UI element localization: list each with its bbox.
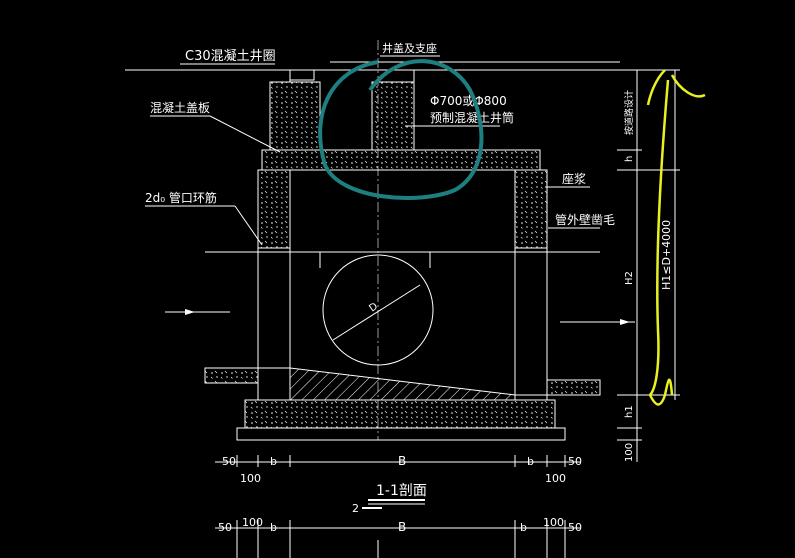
right-dimensions: 按道路设计 h H1≤D+4000 H2 h1 100 [617, 69, 680, 462]
dim-bottom: 100 [624, 443, 635, 462]
dim-r2-b2: b [520, 521, 527, 534]
chamber-walls [257, 169, 548, 400]
label-mortar-bed: 座浆 [562, 171, 586, 186]
dim-r1-b2: b [527, 455, 534, 468]
section-mark: 2 [352, 502, 359, 515]
label-pipe-ring-rebar: 2d₀ 管口环筋 [145, 190, 217, 205]
cushion [236, 427, 566, 441]
dim-r1-100a: 100 [240, 472, 261, 485]
dim-h: h [624, 156, 635, 162]
dim-r1-100b: 100 [545, 472, 566, 485]
dim-H2: H2 [624, 271, 635, 285]
dim-r2-100a: 100 [242, 516, 263, 529]
teal-annotation-circle [318, 59, 484, 200]
dim-r2-b1: b [270, 521, 277, 534]
dim-H1: H1≤D+4000 [660, 220, 673, 290]
benching [289, 367, 516, 401]
well-collar [269, 69, 415, 151]
label-cover-slab: 混凝土盖板 [150, 100, 210, 115]
cover-slab [261, 149, 541, 171]
label-precast-shaft-2: 预制混凝土井筒 [430, 110, 514, 125]
ground-line [125, 61, 620, 71]
dim-r2-50a: 50 [218, 521, 232, 534]
bottom-dimensions-2: 50 100 b B b 100 50 [215, 516, 582, 558]
label-precast-shaft-1: Φ700或Φ800 [430, 94, 507, 108]
dim-r1-b1: b [270, 455, 277, 468]
bottom-dimensions-1: 50 100 b B b 50 100 [215, 454, 582, 485]
labels: C30混凝土井圈 井盖及支座 Φ700或Φ800 预制混凝土井筒 混凝土盖板 2… [145, 41, 615, 246]
dim-r1-50a: 50 [222, 455, 236, 468]
dim-r2-B: B [398, 520, 406, 534]
pipes [204, 251, 601, 396]
section-title-text: 1-1剖面 [376, 483, 427, 499]
flow-arrows [165, 309, 635, 325]
dim-r2-50b: 50 [568, 521, 582, 534]
dim-top: 按道路设计 [623, 90, 635, 135]
dim-r2-100b: 100 [543, 516, 564, 529]
label-outer-wall: 管外壁凿毛 [555, 212, 615, 227]
yellow-annotation-mark [646, 69, 706, 406]
pipe-diameter-label: D [367, 301, 380, 315]
label-well-cover-seat: 井盖及支座 [382, 41, 437, 55]
label-c30-collar: C30混凝土井圈 [185, 48, 276, 64]
dim-r1-50b: 50 [568, 455, 582, 468]
base-slab [244, 399, 556, 429]
section-title: 1-1剖面 2 [352, 483, 427, 515]
dim-r1-B: B [398, 454, 406, 468]
dim-h1: h1 [624, 405, 635, 418]
